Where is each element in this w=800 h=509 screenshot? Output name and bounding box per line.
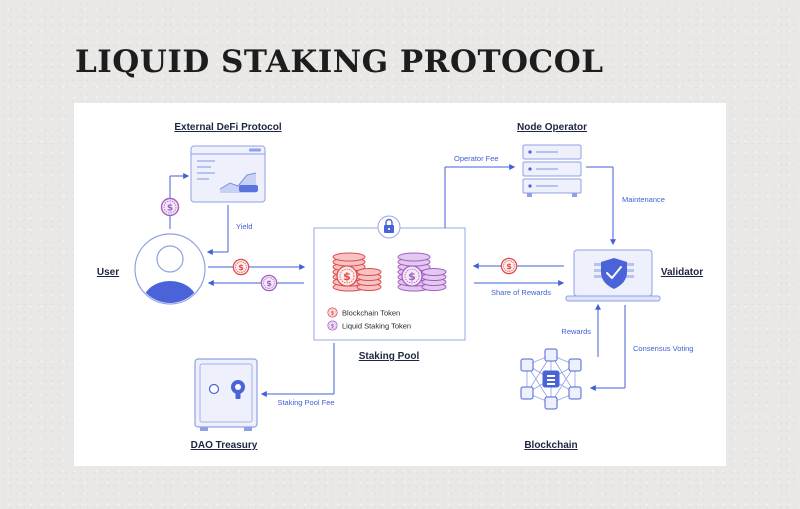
legend-liquid-staking-token-icon — [327, 320, 338, 331]
external-defi-label: External DeFi Protocol — [174, 122, 281, 133]
server-icon — [522, 144, 582, 197]
consensus-voting-label: Consensus Voting — [633, 344, 693, 353]
legend-blockchain-token: Blockchain Token — [342, 309, 400, 318]
lst-coin-icon — [260, 274, 278, 292]
legend-blockchain-token-icon — [327, 307, 338, 318]
diagram-canvas: $ $ External DeFi Protocol Yield User — [97, 122, 703, 451]
maintenance-label: Maintenance — [622, 195, 665, 204]
share-of-rewards-label: Share of Rewards — [491, 288, 551, 297]
node-operator-label: Node Operator — [517, 122, 587, 133]
blockchain-token-stack-icon: $ — [332, 252, 382, 292]
user-avatar-icon — [134, 233, 206, 305]
operator-fee-label: Operator Fee — [454, 154, 499, 163]
staking-pool-label: Staking Pool — [359, 351, 420, 362]
lst-coin-icon — [160, 197, 180, 217]
user-label: User — [97, 267, 119, 278]
svg-text:$: $ — [343, 270, 351, 283]
liquid-staking-token-stack-icon: $ — [397, 252, 447, 292]
validator-label: Validator — [661, 267, 703, 278]
dao-treasury-label: DAO Treasury — [191, 440, 258, 451]
blockchain-label: Blockchain — [524, 440, 577, 451]
diagram-panel: $ $ External DeFi Protocol Yield User — [74, 103, 726, 466]
legend-liquid-staking-token: Liquid Staking Token — [342, 322, 411, 331]
svg-text:$: $ — [408, 270, 416, 283]
network-nodes — [520, 348, 582, 410]
safe-icon — [194, 358, 258, 431]
rewards-label: Rewards — [561, 327, 591, 336]
page-title: LIQUID STAKING PROTOCOL — [75, 44, 604, 80]
blockchain-coin-icon — [500, 257, 518, 275]
yield-label: Yield — [236, 222, 252, 231]
shield-check-icon — [601, 258, 627, 289]
defi-browser-icon — [190, 145, 266, 203]
lock-icon — [377, 215, 401, 239]
blockchain-coin-icon — [232, 258, 250, 276]
staking-pool-fee-label: Staking Pool Fee — [277, 398, 334, 407]
